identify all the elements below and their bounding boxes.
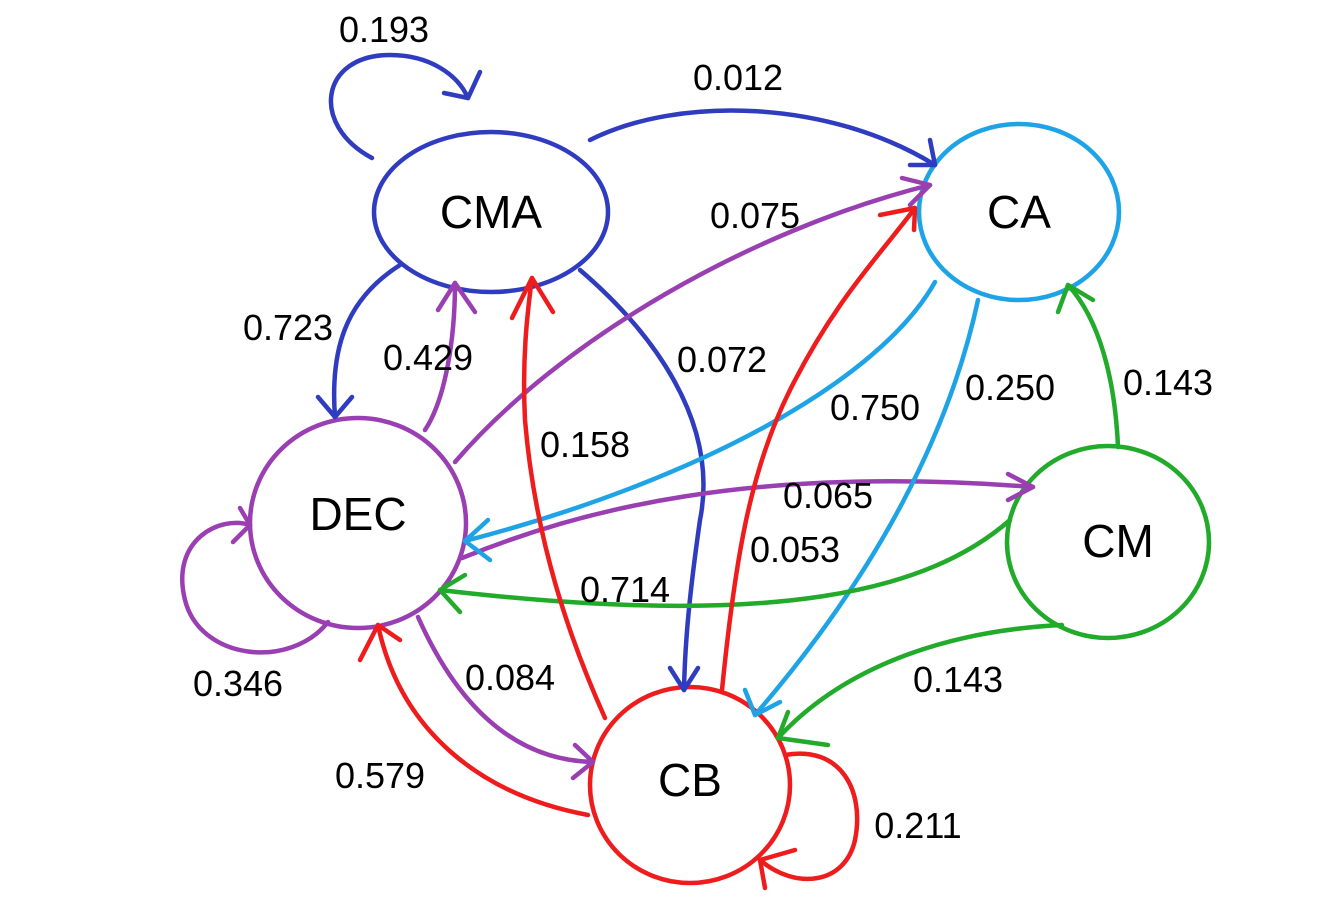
edge-cm-cb-line xyxy=(775,622,1065,741)
edge-dec-cm-label: 0.065 xyxy=(783,475,873,516)
edge-cb-ca-line xyxy=(719,205,918,693)
edge-ca-cb-label: 0.250 xyxy=(965,367,1055,408)
edge-dec-ca-label: 0.075 xyxy=(710,195,800,236)
edge-cm-ca: 0.143 xyxy=(1055,282,1213,450)
edge-dec-cma-arrowhead xyxy=(435,280,478,315)
edge-cb-ca-label: 0.053 xyxy=(750,529,840,570)
edge-cm-ca-arrowhead xyxy=(1055,282,1096,315)
node-cb-circle xyxy=(587,684,793,886)
edge-cb-cb-arrowhead xyxy=(757,847,798,891)
edge-cma-dec-label: 0.723 xyxy=(243,307,333,348)
edge-cma-cma-line xyxy=(328,52,471,161)
edge-ca-dec-arrowhead xyxy=(462,517,493,563)
edge-cb-ca: 0.053 xyxy=(719,205,918,693)
edge-dec-cb-line xyxy=(415,614,596,765)
edge-dec-dec-line xyxy=(180,520,331,655)
edge-cb-dec-line xyxy=(375,622,591,818)
edge-dec-ca-line xyxy=(452,182,933,465)
edge-ca-cb-arrowhead xyxy=(742,687,783,718)
edge-cma-ca-line xyxy=(587,108,938,168)
edge-cma-cb-line xyxy=(577,267,706,693)
node-dec: DEC xyxy=(247,415,469,631)
edge-dec-cma-line xyxy=(422,280,458,433)
edge-cm-cb: 0.143 xyxy=(775,622,1065,748)
node-ca: CA xyxy=(916,121,1122,303)
node-cma-label: CMA xyxy=(440,186,543,238)
edge-cma-ca-label: 0.012 xyxy=(693,57,783,98)
edge-cb-dec-arrowhead xyxy=(357,622,403,663)
edge-cb-cma-line xyxy=(521,275,608,721)
edge-dec-dec: 0.346 xyxy=(180,505,331,704)
edge-cma-cma-arrowhead xyxy=(441,69,483,101)
node-cma: CMA xyxy=(371,129,611,295)
edge-dec-ca-arrowhead xyxy=(899,175,933,208)
edge-dec-dec-arrowhead xyxy=(230,505,253,545)
edge-cm-ca-line xyxy=(1065,282,1121,450)
edge-dec-cb-arrowhead xyxy=(570,742,596,781)
edge-cma-ca: 0.012 xyxy=(587,57,938,168)
edge-cm-dec-line xyxy=(437,517,1013,609)
node-cma-circle xyxy=(371,129,611,295)
node-cb-label: CB xyxy=(658,754,722,806)
edge-cma-cb-arrowhead xyxy=(667,665,701,693)
edge-cb-dec-label: 0.579 xyxy=(335,755,425,796)
node-dec-label: DEC xyxy=(309,488,406,540)
edge-ca-dec-label: 0.750 xyxy=(830,387,920,428)
edge-cma-cma: 0.193 xyxy=(328,9,483,161)
node-cb: CB xyxy=(587,684,793,886)
edge-cma-cb-label: 0.072 xyxy=(677,339,767,380)
edge-ca-cb-line xyxy=(752,297,981,718)
edge-cb-cma: 0.158 xyxy=(509,275,630,721)
edge-cb-cb: 0.211 xyxy=(757,751,962,891)
edge-cm-dec-arrowhead xyxy=(437,572,468,615)
edge-cm-dec-label: 0.714 xyxy=(580,569,670,610)
edge-cb-cma-label: 0.158 xyxy=(540,424,630,465)
edge-dec-cm-arrowhead xyxy=(1005,471,1036,503)
node-ca-circle xyxy=(916,121,1122,303)
edge-dec-cm-line xyxy=(459,479,1036,561)
edge-cma-dec-arrowhead xyxy=(315,394,355,420)
edge-cma-dec: 0.723 xyxy=(243,262,403,420)
edge-dec-cma: 0.429 xyxy=(383,280,478,433)
node-cm: CM xyxy=(1004,443,1212,641)
edge-ca-dec-line xyxy=(462,279,938,544)
edge-cm-dec: 0.714 xyxy=(437,517,1013,615)
edge-cb-ca-arrowhead xyxy=(877,205,918,233)
edge-cm-ca-label: 0.143 xyxy=(1123,362,1213,403)
edge-cma-dec-line xyxy=(331,262,403,420)
edge-dec-cm: 0.065 xyxy=(459,471,1036,561)
edge-dec-cb-label: 0.084 xyxy=(465,657,555,698)
edge-cm-cb-label: 0.143 xyxy=(913,659,1003,700)
node-cm-label: CM xyxy=(1082,515,1154,567)
edge-cb-cma-arrowhead xyxy=(509,275,556,321)
edge-dec-ca: 0.075 xyxy=(452,175,933,465)
edge-cb-cb-line xyxy=(757,751,860,882)
edge-cma-cma-label: 0.193 xyxy=(339,9,429,50)
edge-dec-cb: 0.084 xyxy=(415,614,596,781)
edge-cb-dec: 0.579 xyxy=(335,622,591,818)
edge-dec-dec-label: 0.346 xyxy=(193,663,283,704)
edge-dec-cma-label: 0.429 xyxy=(383,337,473,378)
node-cm-circle xyxy=(1004,443,1212,641)
edge-ca-cb: 0.250 xyxy=(742,297,1055,718)
edge-cma-ca-arrowhead xyxy=(907,137,938,168)
edge-ca-dec: 0.750 xyxy=(462,279,938,563)
edge-cma-cb: 0.072 xyxy=(577,267,767,693)
edge-cm-cb-arrowhead xyxy=(775,709,831,748)
node-ca-label: CA xyxy=(987,186,1051,238)
edge-cb-cb-label: 0.211 xyxy=(874,805,961,846)
